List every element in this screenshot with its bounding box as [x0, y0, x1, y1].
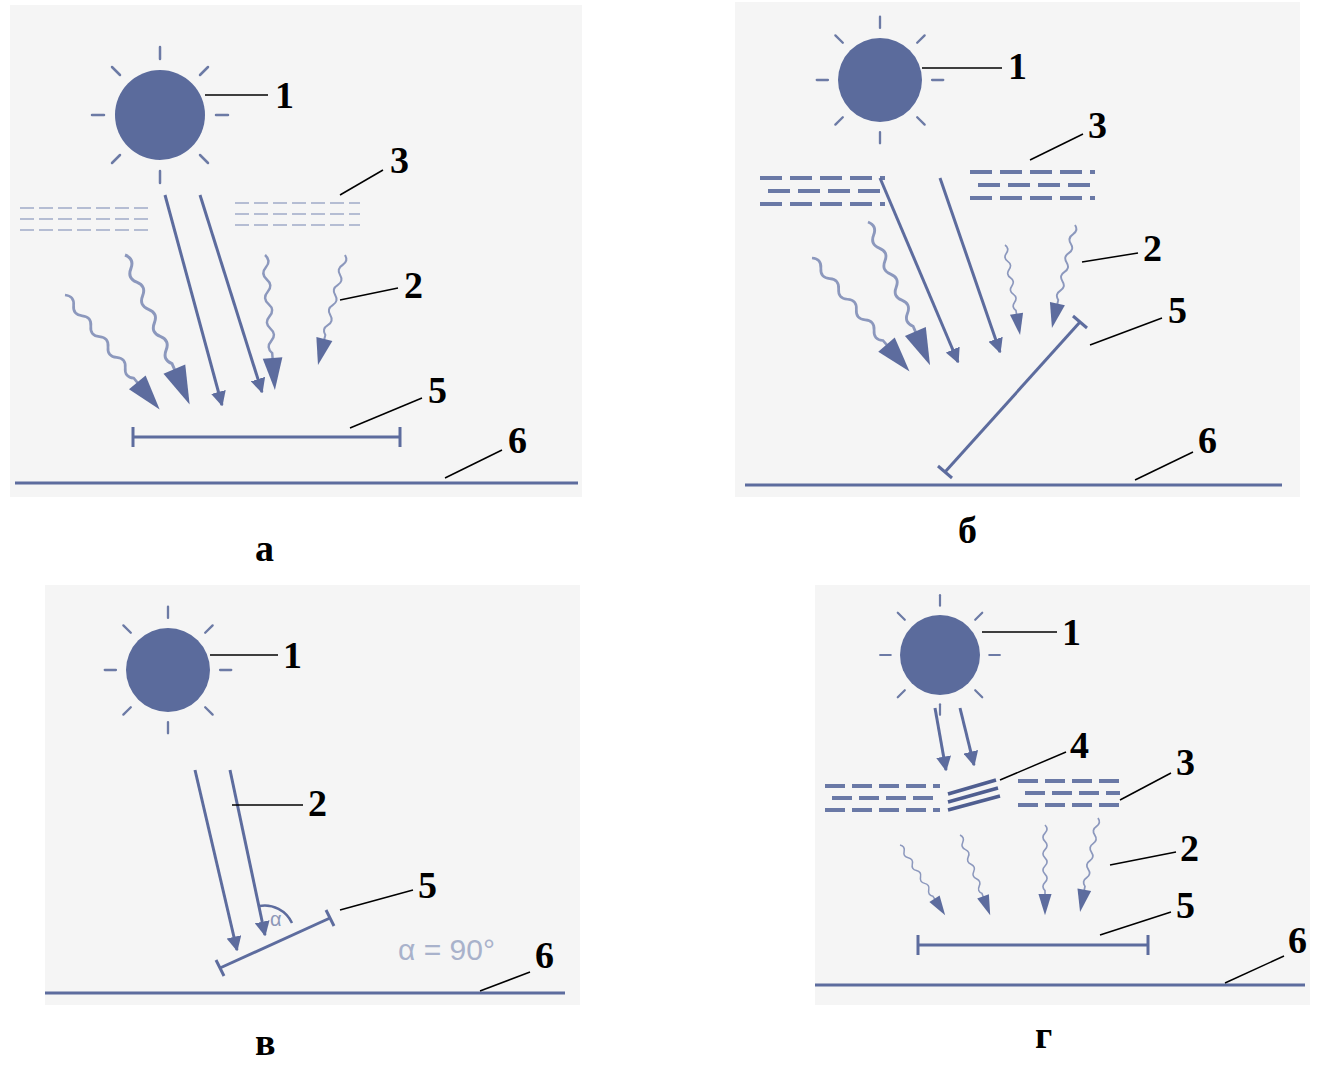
callout-number: 1 [1062, 613, 1081, 651]
callout-number: 5 [1168, 291, 1187, 329]
callout-number: 5 [418, 866, 437, 904]
callout-number: 2 [308, 784, 327, 822]
panel-letter: а [255, 529, 274, 567]
callout-number: 1 [1008, 47, 1027, 85]
callout-number: 2 [1180, 829, 1199, 867]
panel-letter: в [255, 1023, 276, 1061]
callout-number: 3 [390, 141, 409, 179]
callout-number: 1 [283, 636, 302, 674]
callout-number: 6 [508, 421, 527, 459]
callout-number: 2 [404, 266, 423, 304]
callout-number: 5 [428, 371, 447, 409]
panel-letter: б [958, 511, 977, 549]
callout-number: 2 [1143, 229, 1162, 267]
callout-number: 5 [1176, 886, 1195, 924]
callout-number: 6 [1198, 421, 1217, 459]
callout-number: 4 [1070, 726, 1089, 764]
panel-letter: г [1035, 1016, 1052, 1054]
callout-number: 3 [1176, 743, 1195, 781]
angle-symbol: α [270, 909, 282, 929]
callout-number: 6 [535, 936, 554, 974]
callout-number: 1 [275, 76, 294, 114]
callout-number: 3 [1088, 106, 1107, 144]
callout-number: 6 [1288, 921, 1307, 959]
angle-value: α = 90° [398, 935, 495, 965]
